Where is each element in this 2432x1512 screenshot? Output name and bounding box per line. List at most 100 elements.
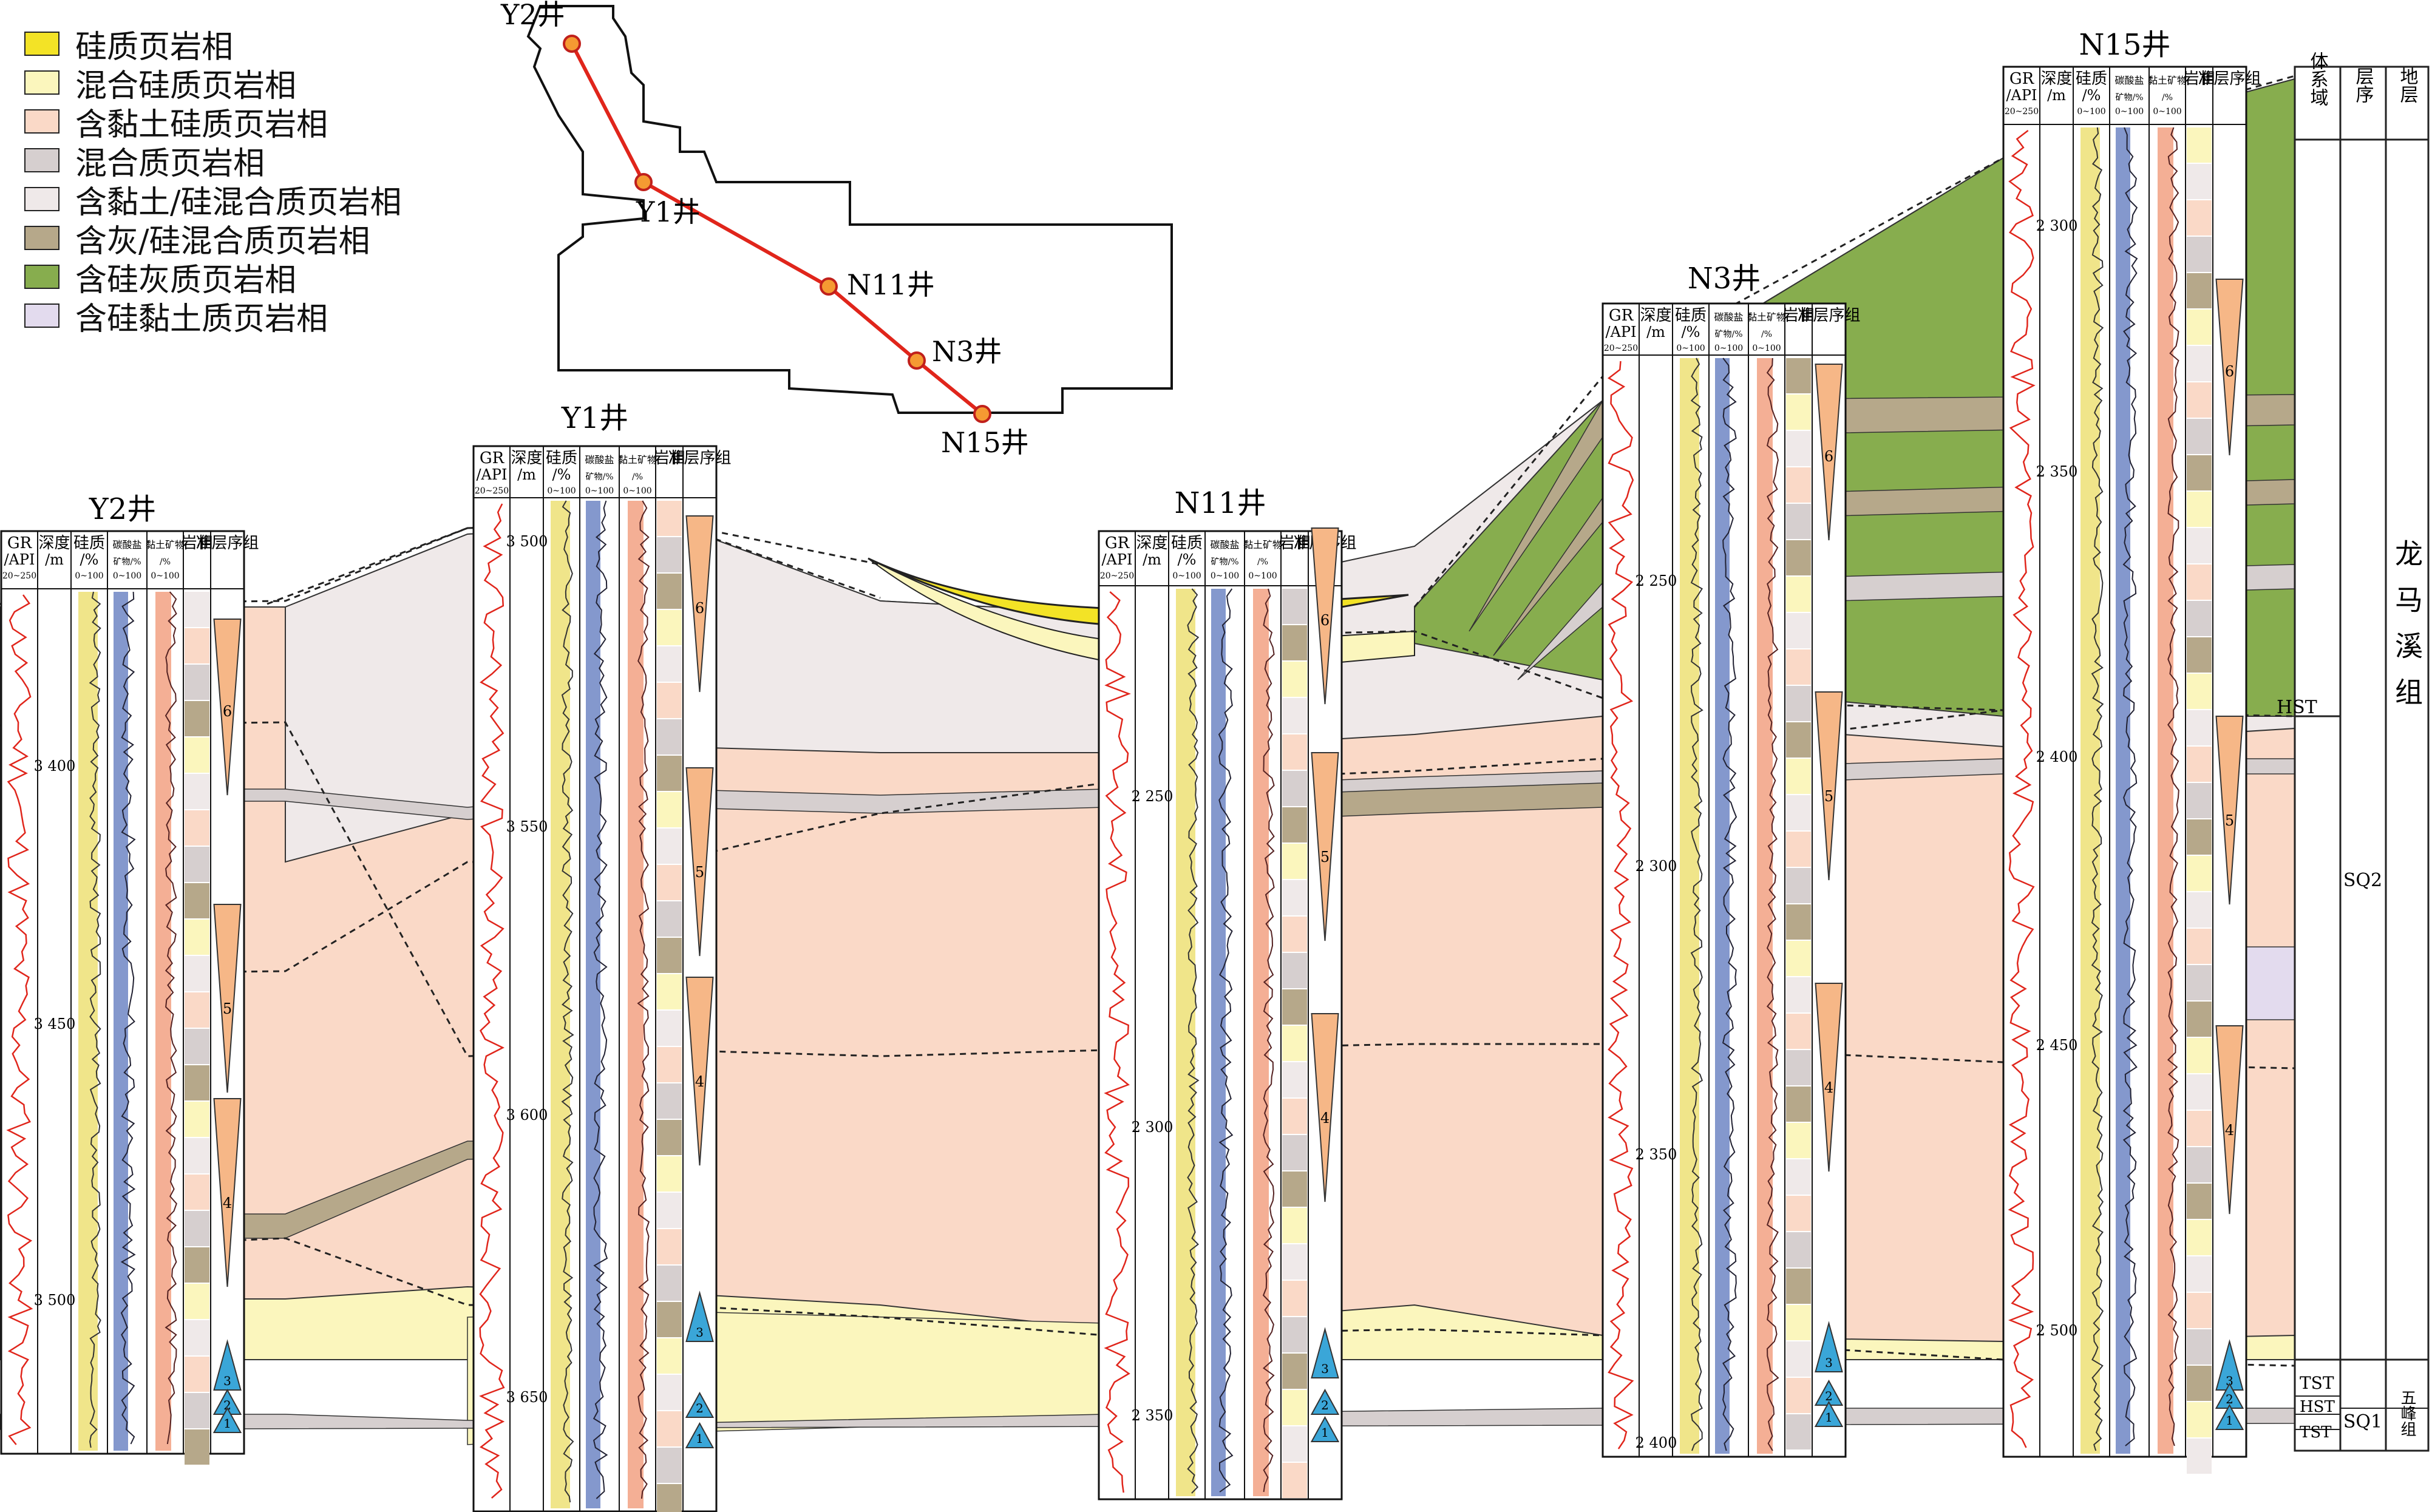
column-header-unit: /m — [45, 551, 64, 568]
facies-cell — [1786, 868, 1811, 903]
column-header-range: 20~250 — [1604, 344, 1638, 353]
facies-cell — [1786, 941, 1811, 976]
facies-cell — [2187, 564, 2212, 600]
parasequence-label: 5 — [2225, 812, 2234, 829]
depth-label: 2 400 — [2036, 748, 2078, 765]
depth-label: 2 350 — [1132, 1407, 1174, 1424]
facies-cell — [657, 683, 682, 718]
facies-cell — [2187, 637, 2212, 673]
facies-cell — [657, 1302, 682, 1337]
column-header-unit: /% — [632, 472, 643, 482]
legend-swatch — [24, 148, 59, 172]
facies-cell — [1786, 577, 1811, 612]
parasequence-triangle — [2215, 716, 2244, 905]
facies-cell — [1786, 1269, 1811, 1304]
facies-cell — [1786, 686, 1811, 721]
column-header: 黏土矿物 — [2148, 75, 2187, 86]
facies-cell — [1786, 613, 1811, 648]
column-header-range: 20~250 — [1100, 571, 1134, 581]
facies-cell — [657, 537, 682, 572]
facies-cell — [2187, 1366, 2212, 1401]
column-header-range: 0~100 — [75, 571, 103, 581]
facies-cell — [1786, 1414, 1811, 1449]
facies-cell — [2187, 674, 2212, 709]
column-header: 硅质 — [1171, 534, 1203, 552]
well-column: N11井GR/API20~250深度/m硅质/%0~100碳酸盐矿物/%0~10… — [1098, 486, 1357, 1500]
column-header-range: 0~100 — [1211, 571, 1239, 581]
strat-header-sequence: 层序 — [2352, 67, 2374, 103]
column-header-range: 0~100 — [585, 486, 614, 496]
legend-item: 含黏土硅质页岩相 — [24, 102, 402, 143]
well-column: N3井GR/API20~250深度/m硅质/%0~100碳酸盐矿物/%0~100… — [1602, 262, 1861, 1458]
well-column: Y2井GR/API20~250深度/m硅质/%0~100碳酸盐矿物/%0~100… — [0, 492, 259, 1465]
facies-cell — [657, 1193, 682, 1228]
parasequence-triangle — [1815, 691, 1843, 881]
label-sq1: SQ1 — [2343, 1411, 2382, 1432]
facies-cell — [2187, 747, 2212, 782]
column-header: 岩相 — [653, 449, 685, 467]
column-header-range: 0~100 — [151, 571, 179, 581]
silica-log — [551, 501, 570, 1508]
parasequence-label: 4 — [1320, 1110, 1330, 1127]
strat-column: 体系域 层序 地层 HST TST HST TST SQ2 SQ1 龙马溪组 五… — [2277, 52, 2430, 1452]
facies-cell — [1282, 771, 1307, 806]
legend-item: 含硅黏土质页岩相 — [24, 296, 402, 337]
parasequence-triangle — [1311, 752, 1339, 941]
column-header: 硅质 — [73, 534, 105, 552]
well-title: N11井 — [1174, 486, 1266, 520]
carbonate-log — [586, 501, 600, 1508]
legend-swatch — [24, 226, 59, 250]
facies-cell — [657, 1120, 682, 1155]
facies-cell — [1282, 917, 1307, 952]
facies-cell — [1282, 880, 1307, 915]
facies-cell — [1282, 1426, 1307, 1462]
facies-cell — [2187, 892, 2212, 927]
parasequence-label: 2 — [1825, 1389, 1833, 1403]
column-header: 深度 — [511, 449, 542, 467]
carbonate-log — [114, 592, 128, 1451]
legend-swatch — [24, 303, 59, 328]
column-header-unit: /m — [1646, 324, 1665, 341]
parasequence-label: 4 — [223, 1195, 232, 1212]
depth-label: 3 500 — [506, 533, 548, 550]
strat-header-formation: 地层 — [2397, 67, 2419, 103]
map-well-n3 — [908, 351, 926, 370]
map-outline — [526, 5, 1173, 414]
parasequence-triangle — [685, 1422, 715, 1448]
legend-swatch — [24, 265, 59, 289]
facies-cell — [185, 628, 209, 663]
gr-curve — [1104, 591, 1131, 1493]
facies-cell — [185, 701, 209, 736]
well-title: Y1井 — [561, 401, 628, 435]
depth-label: 2 300 — [1635, 858, 1677, 875]
parasequence-label: 2 — [696, 1401, 704, 1415]
column-header-range: 20~250 — [2, 571, 36, 581]
carbonate-log — [1211, 589, 1226, 1496]
facies-cell — [185, 810, 209, 846]
facies-cell — [2187, 1402, 2212, 1437]
facies-cell — [1786, 1378, 1811, 1413]
legend-label: 硅质页岩相 — [75, 29, 234, 66]
facies-cell — [657, 1011, 682, 1046]
gr-curve — [6, 594, 33, 1445]
depth-label: 2 250 — [1132, 788, 1174, 805]
column-header-range: 0~100 — [2153, 107, 2181, 117]
facies-cell — [1282, 953, 1307, 988]
facies-cell — [2187, 528, 2212, 563]
column-header-unit: 矿物/% — [113, 557, 141, 567]
facies-cell — [1282, 1244, 1307, 1280]
legend-swatch — [24, 70, 59, 95]
facies-cell — [1786, 358, 1811, 393]
facies-cell — [1786, 1196, 1811, 1231]
facies-cell — [2187, 856, 2212, 891]
facies-cell — [2187, 273, 2212, 308]
clay-log — [2158, 127, 2173, 1454]
facies-cell — [2187, 1147, 2212, 1182]
column-header: 准层序组 — [195, 534, 259, 552]
facies-cell — [2187, 819, 2212, 855]
map-label-n11: N11井 — [847, 268, 935, 301]
facies-cell — [185, 774, 209, 809]
facies-cell — [2187, 1329, 2212, 1365]
facies-cell — [2187, 310, 2212, 345]
